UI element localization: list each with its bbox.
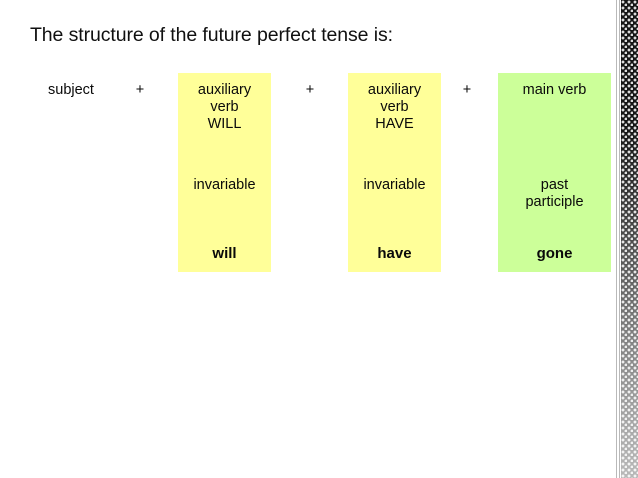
plus-operator-1: +: [135, 82, 145, 98]
column-middle-label: invariable: [363, 177, 426, 193]
column-example-word: have: [377, 245, 412, 262]
formula-column-main-verb: main verb past participle gone: [498, 73, 611, 272]
column-middle-label: invariable: [193, 177, 256, 193]
formula-column-auxiliary-will: auxiliary verb WILL invariable will: [178, 73, 271, 272]
halftone-fade-overlay: [621, 0, 638, 478]
column-head-label: main verb: [522, 82, 587, 98]
formula-column-auxiliary-have: auxiliary verb HAVE invariable have: [348, 73, 441, 272]
column-example-word: gone: [536, 245, 573, 262]
column-head-label: auxiliary verb HAVE: [367, 82, 422, 132]
strip-rule-inner: [619, 0, 620, 478]
column-middle-label: past participle: [525, 177, 584, 210]
plus-operator-3: +: [462, 82, 472, 98]
column-example-word: will: [212, 245, 237, 262]
decorative-right-strip: [614, 0, 638, 478]
column-head-label: auxiliary verb WILL: [197, 82, 252, 132]
strip-rule-outer: [616, 0, 617, 478]
formula-subject-label: subject: [48, 82, 94, 98]
plus-operator-2: +: [305, 82, 315, 98]
page-title: The structure of the future perfect tens…: [30, 24, 393, 46]
